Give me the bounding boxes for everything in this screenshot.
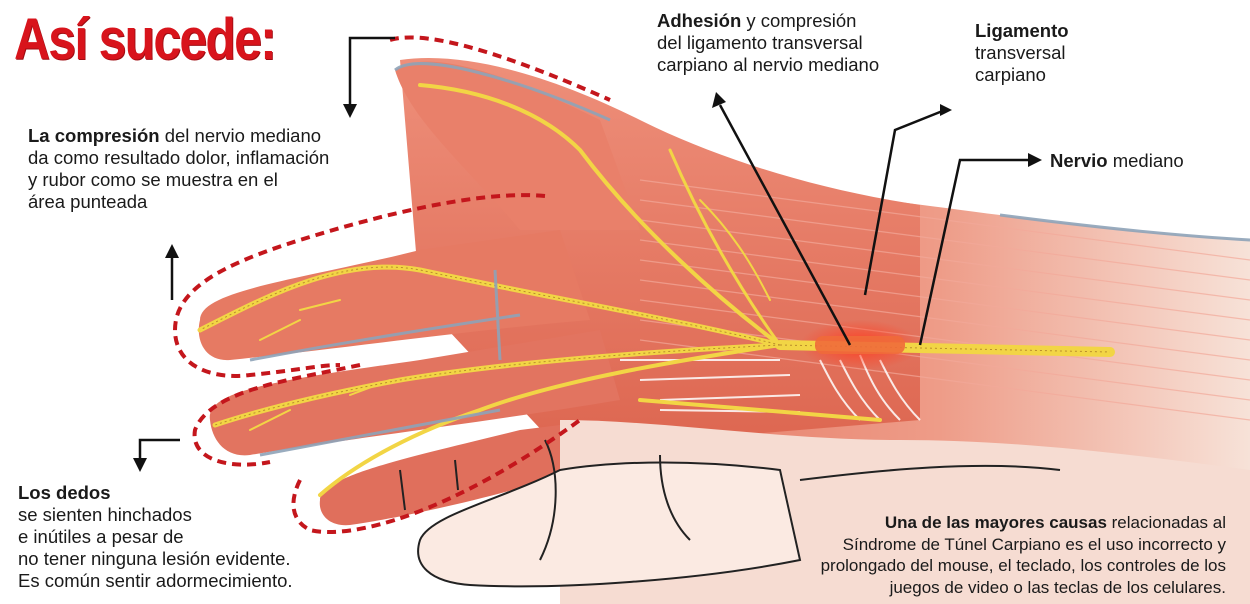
annotation-compresion-line: del nervio mediano [160,125,321,146]
annotation-compresion: La compresión del nervio mediano da como… [28,125,329,213]
annotation-dedos-line: e inútiles a pesar de [18,526,293,548]
annotation-compresion-bold: La compresión [28,125,160,146]
annotation-causas: Una de las mayores causas relacionadas a… [821,512,1226,598]
annotation-ligamento: Ligamento transversal carpiano [975,20,1069,86]
annotation-adhesion-line: y compresión [741,10,856,31]
annotation-causas-bold: Una de las mayores causas [885,513,1107,532]
annotation-dedos-bold: Los dedos [18,482,111,503]
annotation-adhesion-bold: Adhesión [657,10,741,31]
annotation-nervio: Nervio mediano [1050,150,1184,172]
annotation-nervio-line: mediano [1108,150,1184,171]
annotation-dedos: Los dedos se sienten hinchados e inútile… [18,482,293,592]
annotation-dedos-line: no tener ninguna lesión evidente. [18,548,293,570]
annotation-ligamento-line: transversal [975,42,1069,64]
annotation-dedos-line: se sienten hinchados [18,504,293,526]
annotation-adhesion: Adhesión y compresión del ligamento tran… [657,10,879,76]
annotation-compresion-line: y rubor como se muestra en el [28,169,329,191]
annotation-ligamento-bold: Ligamento [975,20,1069,41]
annotation-causas-line: juegos de video o las teclas de los celu… [821,577,1226,599]
annotation-adhesion-line: del ligamento transversal [657,32,879,54]
annotation-causas-line: Síndrome de Túnel Carpiano es el uso inc… [821,534,1226,556]
annotation-causas-line: relacionadas al [1107,513,1226,532]
annotation-ligamento-line: carpiano [975,64,1069,86]
annotation-dedos-line: Es común sentir adormecimiento. [18,570,293,592]
annotation-causas-line: prolongado del mouse, el teclado, los co… [821,555,1226,577]
compressed-nerve [815,336,905,354]
annotation-compresion-line: da como resultado dolor, inflamación [28,147,329,169]
annotation-adhesion-line: carpiano al nervio mediano [657,54,879,76]
page-title: Así sucede: [14,8,275,72]
annotation-nervio-bold: Nervio [1050,150,1108,171]
annotation-compresion-line: área punteada [28,191,329,213]
